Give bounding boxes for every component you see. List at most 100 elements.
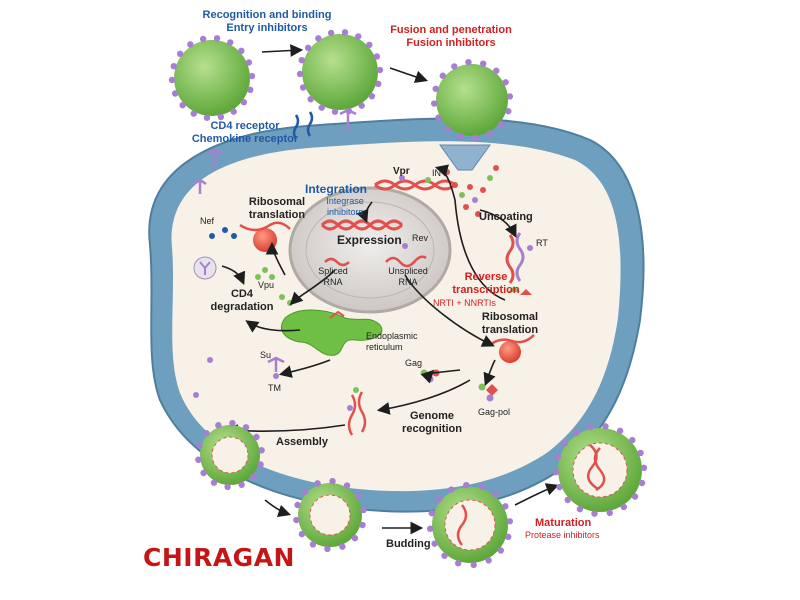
integration-label: Integration [305,182,367,196]
virion-knob [441,552,448,559]
ribosomal-translation-label-2: Ribosomal translation [481,311,539,336]
ribosomal-translation-label-1: Ribosomal translation [248,196,306,221]
virion-knob [217,113,225,121]
virion-knob [203,430,210,437]
virion-knob [431,540,438,547]
virion-knob [258,447,265,454]
virion-knob [230,108,237,115]
virion-knob [561,440,569,447]
virion-fusion [436,64,508,136]
virion-knob [576,505,584,513]
virion-knob [331,108,339,115]
unspliced-rna-label: Unspliced RNA [388,266,428,287]
virion-knob [242,424,250,431]
ribosome-2 [489,334,535,363]
assembly-label: Assembly [276,436,328,448]
virion-knob [472,134,479,142]
virion-knob [373,53,381,60]
virion-knob [341,29,349,36]
virion-knob [465,58,472,66]
virion-approach [174,40,250,116]
virion-knob [436,496,443,503]
virion-knob [179,101,186,109]
virion-knob [351,534,359,542]
nrti-label: NRTI + NNRTIs [433,298,496,308]
virion-mature [558,428,642,512]
virion-knob [304,44,312,52]
gag-pol-label: Gag-pol [478,407,511,417]
gag-pol-protein-icon [478,383,498,402]
virion-binding [302,34,378,110]
fusion-pore-icon [439,144,499,217]
fusion-label: Fusion and penetration Fusion inhibitors [390,24,512,49]
virion-knob [552,468,560,476]
virion-knob [248,72,256,80]
virion-knob [195,456,202,463]
virion-knob [293,516,300,524]
rev-label: Rev [412,233,429,243]
virion-knob [493,67,500,74]
virion-knob [199,35,207,43]
virion-knob [318,104,325,111]
virion-knob [229,419,236,427]
virion-knob [620,503,628,511]
virion-knob [343,482,351,489]
er-label: Endoplasmic reticulum [366,331,418,352]
virion-knob [564,496,571,504]
virion-knob [454,560,462,567]
integrase-label: Integrase inhibitors [326,196,364,217]
virion-knob [457,133,464,140]
virion-knob [606,509,613,517]
virion-knob [355,33,362,40]
virion-knob [554,453,562,461]
virion-knob [187,41,194,48]
virion-knob [485,557,492,564]
budding-label: Budding [386,538,431,550]
rt-label: RT [536,238,548,248]
virion-knob [486,130,493,137]
watermark-logo: CHIRAGAN [143,543,295,572]
endoplasmic-reticulum [280,309,383,356]
virion-knob [631,493,639,500]
virion-knob [301,488,309,496]
virion-knob [298,56,305,64]
genome-recognition-label: Genome recognition [402,410,462,435]
reverse-transcription-strands [505,232,533,295]
virion-knob [315,35,322,42]
virion-knob [451,63,458,70]
virion-assembly [200,425,260,485]
maturation-label: Maturation [535,517,592,529]
tm-label: TM [268,383,281,393]
virion-knob [591,510,598,517]
envelope-knobs [168,29,648,569]
virion-knob [497,547,504,554]
virion-knob [435,114,442,121]
virion-knob [478,483,486,490]
virion-knob [502,79,509,86]
virion-knob [358,102,365,109]
virion-knob [506,93,514,100]
virion-knob [298,530,306,538]
virion-budding-1 [298,483,362,547]
uncoating-label: Uncoating [479,211,533,223]
vpu-label: Vpu [258,280,275,290]
spliced-rna-label: Spliced RNA [318,266,348,287]
virion-knob [215,422,222,429]
virion-knob [375,80,382,88]
integration-dna-icon [374,175,456,191]
envelope-protein-icon [193,356,285,398]
virion-knob [238,47,245,55]
receptor-label: CD4 receptor Chemokine receptor [191,120,299,145]
protease-inhibitors-label: Protease inhibitors [525,530,600,540]
in-label: IN [432,168,441,178]
virion-knob [463,481,470,489]
recognition-label: Recognition and binding Entry inhibitors [202,9,332,34]
virion-knob [213,35,221,42]
virion-knob [227,39,234,46]
unspliced-rna-strand [385,255,427,268]
virion-knob [587,423,594,431]
nef-protein-icons [209,227,237,239]
virion-knob [224,483,231,491]
virion-knob [640,464,648,472]
